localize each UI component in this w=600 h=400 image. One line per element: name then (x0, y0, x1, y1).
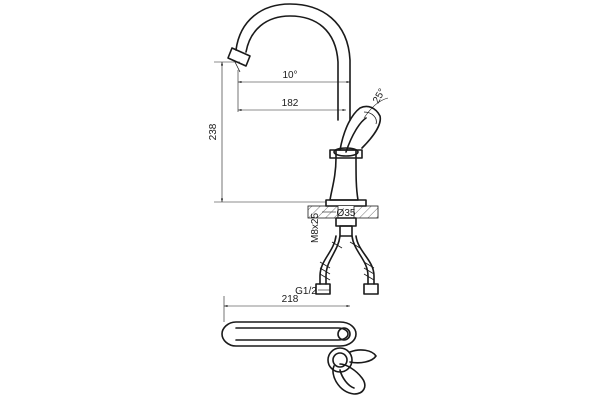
valve-top (327, 347, 353, 373)
dim-thread: M8x25 (310, 213, 321, 243)
hose-left (325, 235, 341, 285)
lever-handle (339, 105, 382, 151)
side-view (227, 3, 382, 295)
dimension-lines: 10° 182 238 25° Ø35 M8x25 G1/2 (208, 61, 388, 297)
dim-overall-reach: 218 (282, 294, 299, 305)
spout-inner (245, 15, 339, 121)
hose-right (351, 235, 369, 285)
spout-outer (235, 3, 351, 121)
dim-spout-angle: 10° (282, 70, 297, 81)
spout-nozzle (227, 47, 251, 67)
lever-top (332, 363, 366, 395)
dim-connection: G1/2 (295, 286, 317, 297)
spout-top (221, 321, 357, 347)
dim-spout-projection: 182 (282, 98, 299, 109)
dim-lever-angle: 25° (371, 87, 388, 106)
top-view: 218 (221, 294, 377, 395)
dim-mount-hole: Ø35 (337, 208, 356, 219)
dim-total-height: 238 (208, 123, 219, 140)
